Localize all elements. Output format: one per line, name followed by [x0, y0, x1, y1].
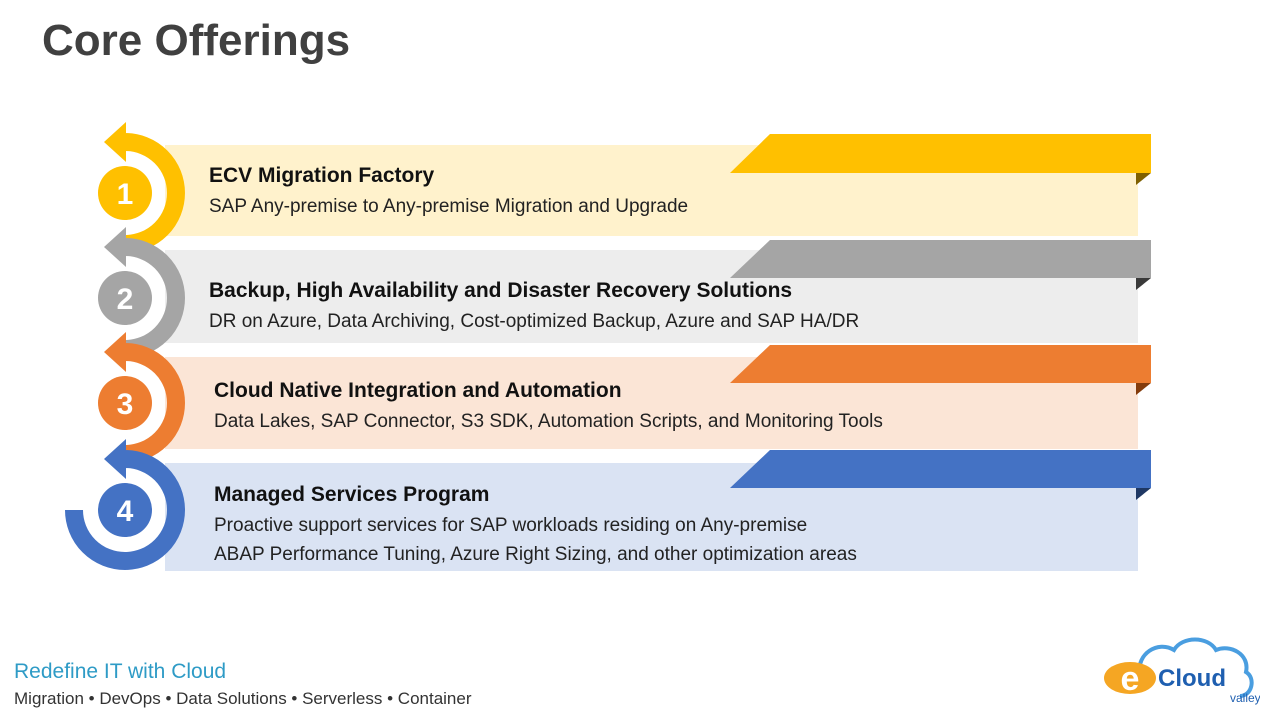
ecloud-valley-logo: e Cloud valley [1104, 637, 1260, 705]
footer-tagline: Redefine IT with Cloud [14, 660, 227, 683]
offering-desc-2: DR on Azure, Data Archiving, Cost-optimi… [209, 311, 860, 332]
offering-title-4: Managed Services Program [214, 483, 490, 506]
svg-text:Cloud: Cloud [1158, 665, 1226, 692]
ribbon-4 [730, 450, 1151, 500]
ribbon-2 [730, 240, 1151, 290]
step-number-2: 2 [117, 283, 134, 316]
step-number-3: 3 [117, 388, 134, 421]
offering-title-2: Backup, High Availability and Disaster R… [209, 279, 793, 302]
cycle-arrow-icon-4 [65, 439, 185, 570]
offering-title-1: ECV Migration Factory [209, 164, 435, 187]
cycle-arrow-icon-1 [104, 122, 185, 253]
step-number-4: 4 [117, 495, 134, 528]
page-title: Core Offerings [42, 16, 351, 65]
offering-desc-1: SAP Any-premise to Any-premise Migration… [209, 196, 689, 217]
svg-text:e: e [1121, 660, 1140, 698]
ribbon-1 [730, 134, 1151, 185]
step-number-1: 1 [117, 178, 134, 211]
footer-services: Migration • DevOps • Data Solutions • Se… [14, 689, 472, 708]
offering-desc-3: Data Lakes, SAP Connector, S3 SDK, Autom… [214, 411, 883, 432]
svg-text:valley: valley [1230, 691, 1260, 705]
offering-title-3: Cloud Native Integration and Automation [214, 379, 622, 402]
offering-desc-4b: ABAP Performance Tuning, Azure Right Siz… [214, 544, 857, 565]
offering-desc-4a: Proactive support services for SAP workl… [214, 515, 808, 536]
ribbon-3 [730, 345, 1151, 395]
cycle-arrow-icon-2 [104, 227, 185, 358]
cycle-arrow-icon-3 [104, 332, 185, 463]
